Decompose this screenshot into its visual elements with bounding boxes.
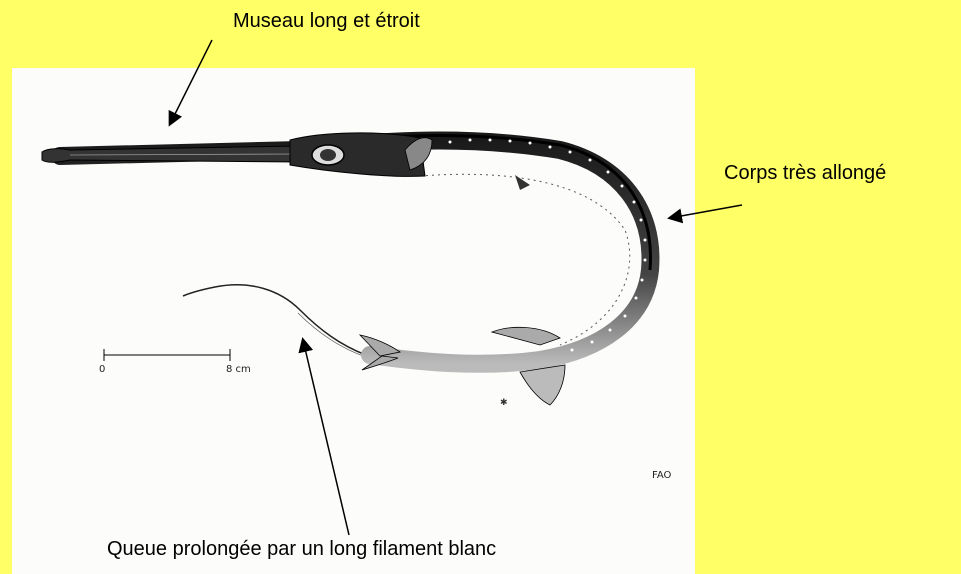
pelvic-fin — [515, 175, 530, 190]
annotation-tail: Queue prolongée par un long filament bla… — [107, 538, 496, 561]
scale-bar — [104, 349, 230, 361]
fish-body — [60, 141, 650, 364]
arrow-body — [670, 205, 742, 218]
scale-start-label: 0 — [99, 364, 105, 375]
arrow-tail — [303, 340, 349, 535]
arrow-snout — [170, 40, 212, 124]
annotation-snout: Museau long et étroit — [233, 10, 420, 33]
dorsal-fin — [492, 327, 560, 345]
annotation-body: Corps très allongé — [724, 162, 886, 185]
scale-end-label: 8 cm — [226, 364, 251, 375]
credit-label: FAO — [652, 470, 671, 481]
svg-text:✱: ✱ — [500, 398, 508, 408]
fish-head — [290, 133, 425, 176]
anal-fin — [520, 365, 565, 405]
